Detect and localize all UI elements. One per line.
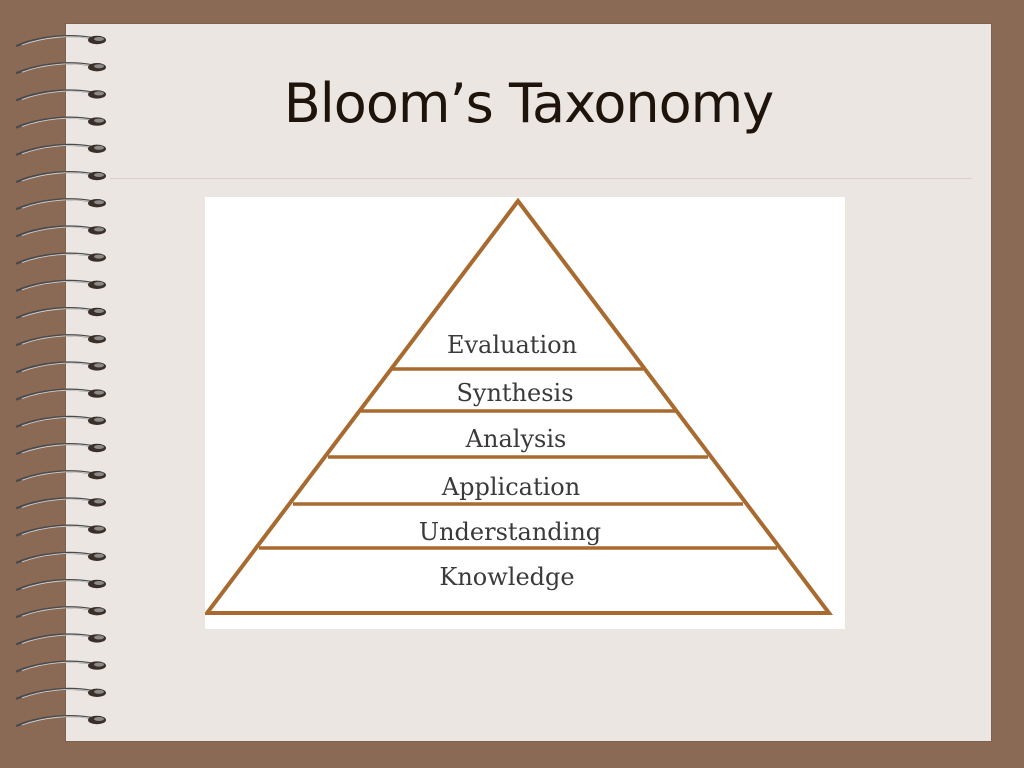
level-label-understanding: Understanding — [419, 518, 601, 546]
spiral-ring — [15, 524, 106, 537]
level-label-application: Application — [441, 473, 580, 501]
spiral-ring — [15, 143, 106, 156]
spiral-ring — [15, 633, 106, 646]
spiral-ring — [15, 279, 106, 292]
pyramid-diagram-panel: Evaluation Synthesis Analysis Applicatio… — [205, 197, 845, 629]
spiral-ring — [15, 170, 106, 184]
spiral-ring — [15, 252, 106, 265]
spiral-ring — [15, 225, 106, 238]
spiral-ring — [15, 442, 106, 456]
spiral-ring — [15, 714, 106, 728]
spiral-ring — [15, 334, 106, 347]
spiral-ring — [15, 470, 106, 483]
spiral-ring — [15, 116, 106, 129]
spiral-ring — [15, 62, 106, 75]
spiral-ring — [15, 660, 106, 673]
spiral-binding — [15, 34, 106, 728]
spiral-ring — [15, 198, 106, 211]
spiral-ring — [15, 415, 106, 428]
pyramid-diagram: Evaluation Synthesis Analysis Applicatio… — [205, 197, 834, 615]
spiral-ring — [15, 89, 106, 102]
level-label-analysis: Analysis — [465, 425, 567, 453]
level-label-knowledge: Knowledge — [439, 563, 574, 591]
level-label-synthesis: Synthesis — [456, 379, 573, 407]
title-divider — [110, 178, 972, 179]
spiral-ring — [15, 606, 106, 619]
pyramid-outline — [205, 197, 834, 615]
spiral-ring — [15, 687, 106, 700]
slide-title: Bloom’s Taxonomy — [283, 72, 775, 135]
spiral-ring — [15, 361, 106, 374]
spiral-ring — [15, 388, 106, 401]
spiral-ring — [15, 34, 106, 48]
spiral-ring — [15, 578, 106, 592]
spiral-ring — [15, 497, 106, 510]
level-label-evaluation: Evaluation — [447, 331, 577, 359]
spiral-ring — [15, 306, 106, 320]
spiral-ring — [15, 551, 106, 564]
